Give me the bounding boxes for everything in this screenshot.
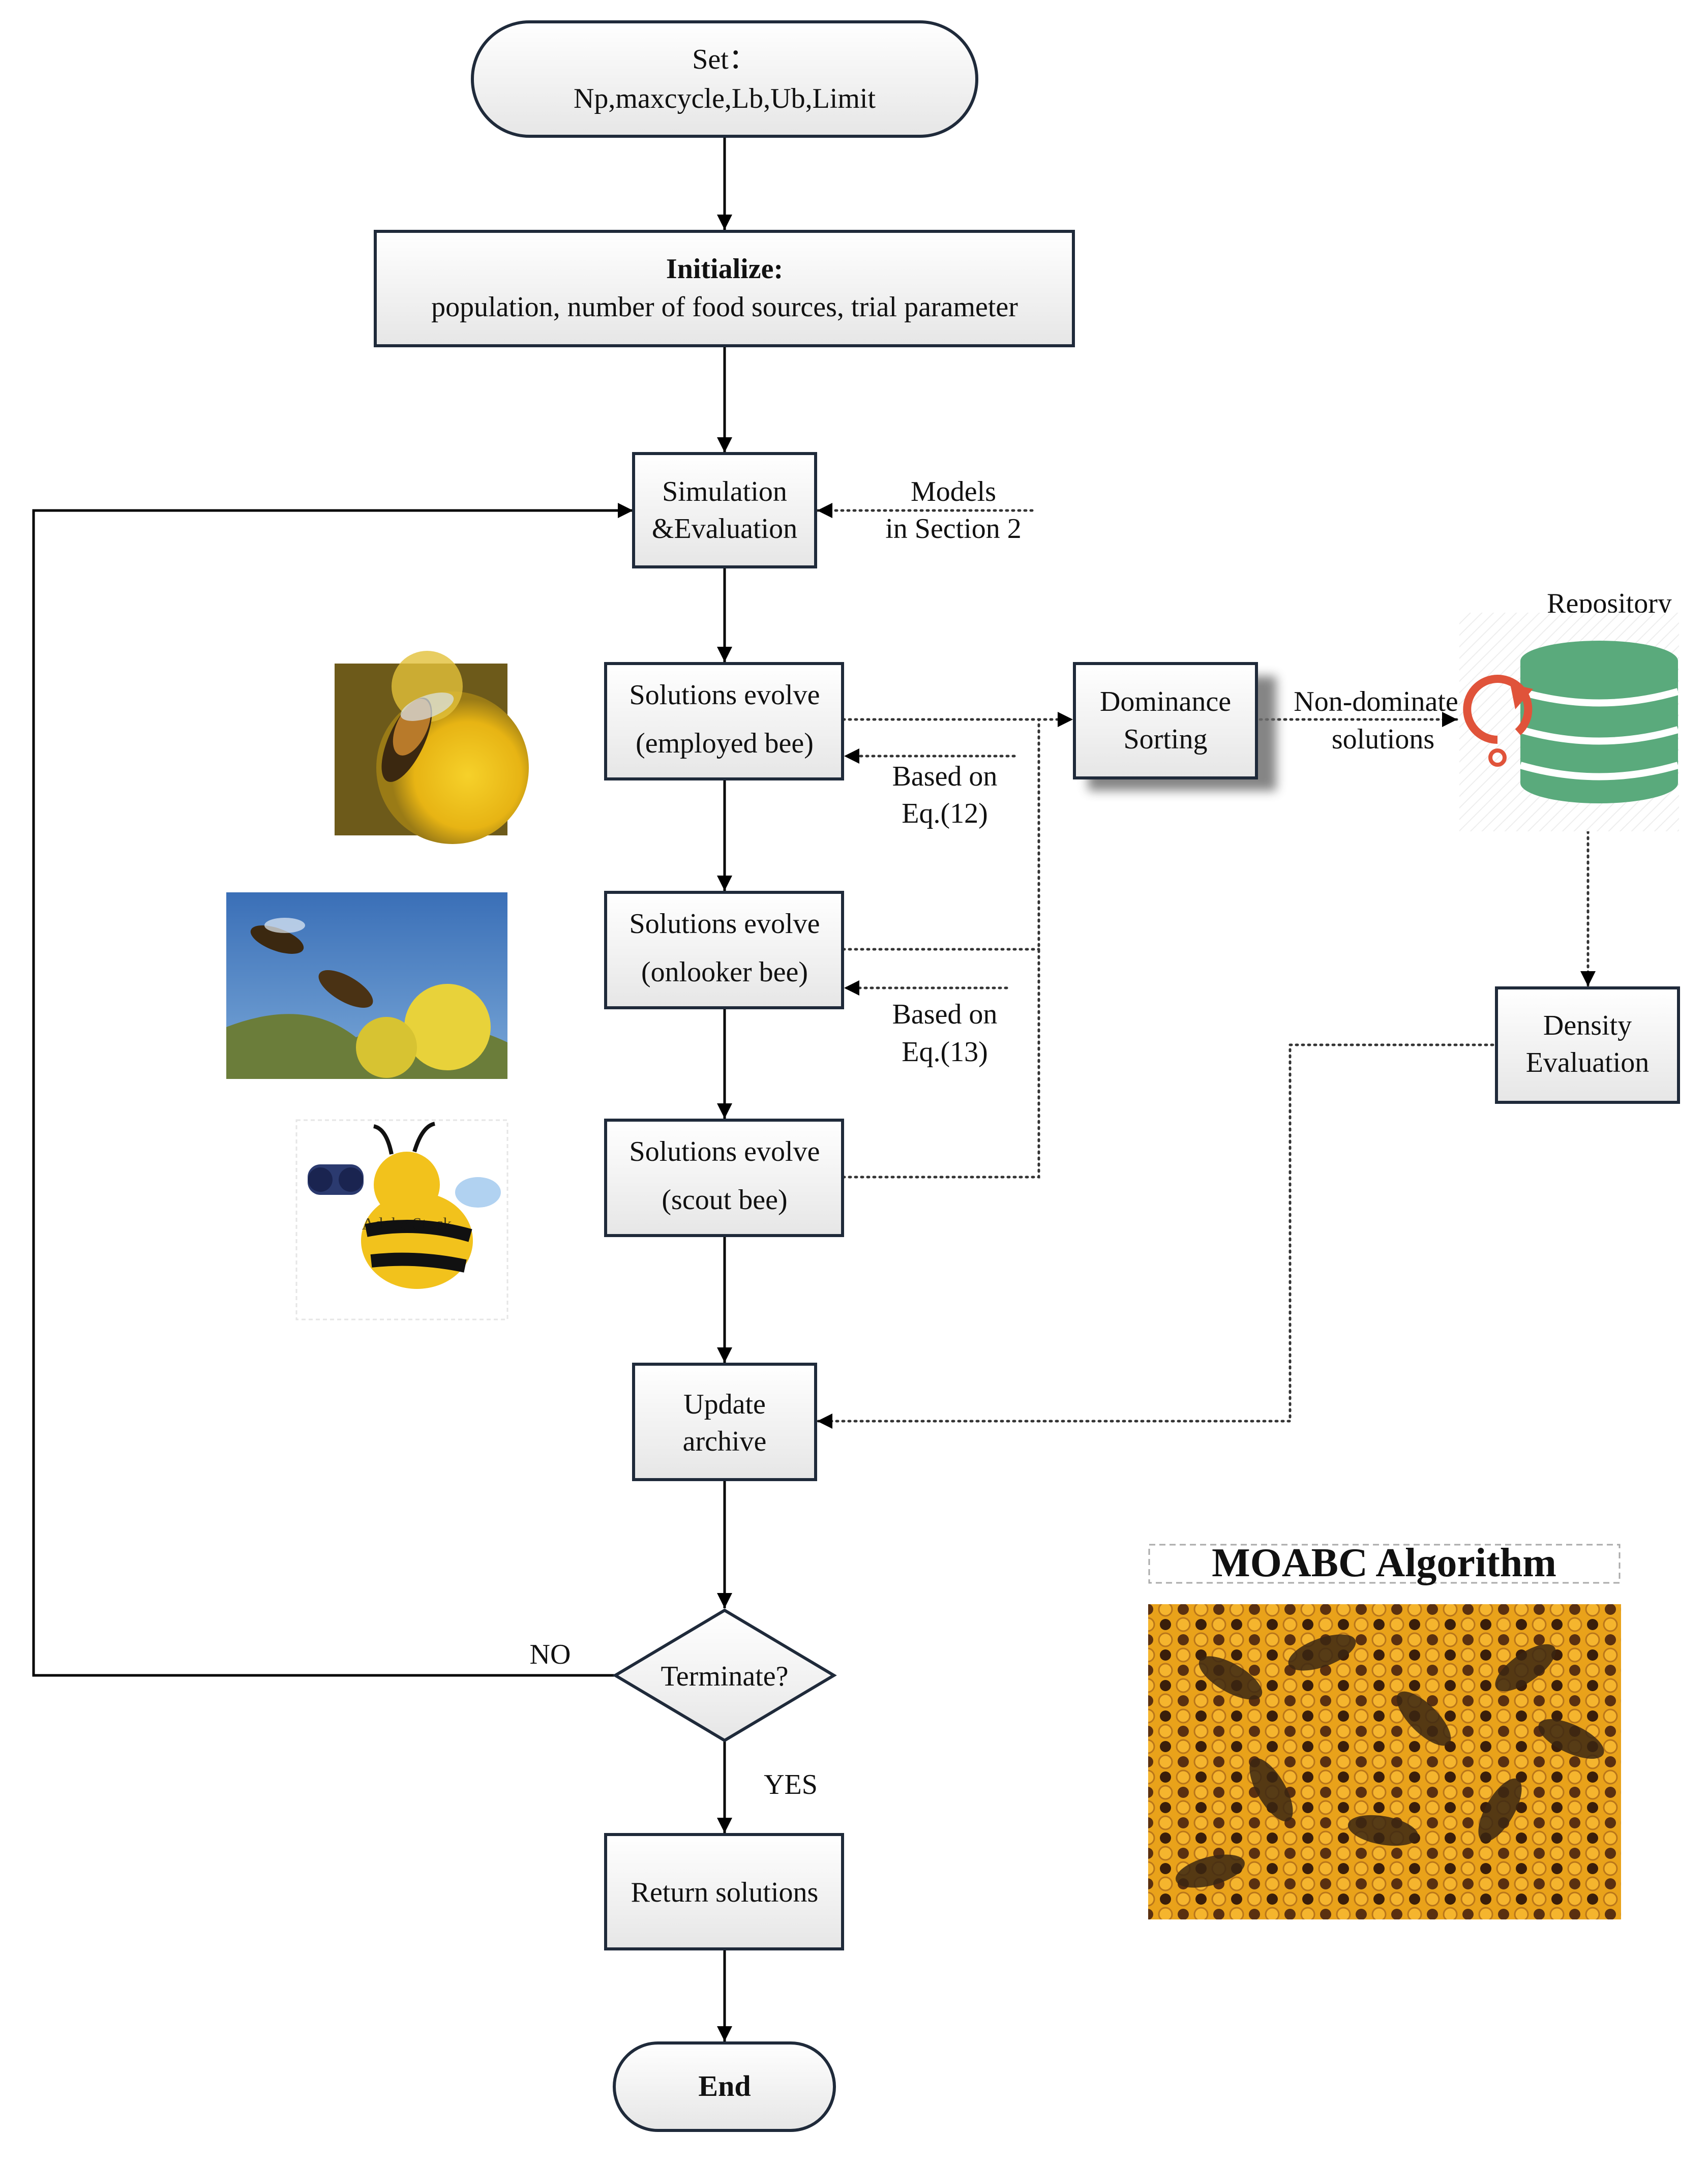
- employed-line1: Solutions evolve: [630, 679, 820, 711]
- dominance-box: [1073, 662, 1258, 779]
- node-employed-bee: Solutions evolve (employed bee): [604, 662, 844, 780]
- simulation-line2: &Evaluation: [652, 513, 797, 545]
- node-return-solutions: Return solutions: [604, 1833, 844, 1950]
- node-update-archive: Update archive: [632, 1363, 817, 1481]
- models-label-line1: Models: [911, 476, 996, 507]
- edge-terminate-loop-back: [32, 503, 633, 1677]
- models-label-line2: in Section 2: [885, 513, 1022, 545]
- onlooker-line1: Solutions evolve: [630, 908, 820, 940]
- node-initialize: Initialize: population, number of food s…: [374, 230, 1075, 347]
- eq12-label-line2: Eq.(12): [902, 798, 988, 829]
- scout-line1: Solutions evolve: [630, 1136, 820, 1167]
- bees-flying-photo: [226, 892, 507, 1079]
- employed-line2: (employed bee): [636, 728, 814, 759]
- update-line2: archive: [683, 1426, 767, 1457]
- simulation-box: [632, 452, 817, 568]
- set-line1: Set：: [692, 44, 757, 75]
- edge-scout-collector: [842, 718, 1040, 1179]
- node-set: Set： Np,maxcycle,Lb,Ub,Limit: [471, 20, 978, 138]
- node-simulation: Simulation &Evaluation: [632, 452, 817, 568]
- database-icon: [1519, 641, 1679, 803]
- annotations: Models in Section 2 Based on Eq.(12) Bas…: [530, 476, 1672, 1800]
- terminate-decision-shape: [612, 1608, 837, 1742]
- return-box: [604, 1833, 844, 1950]
- edge-density-update: [816, 1043, 1494, 1429]
- auxiliary-edges: [816, 503, 1596, 1429]
- no-label: NO: [530, 1639, 571, 1670]
- cartoon-bee-binoculars: Adobe Stock: [295, 1119, 508, 1320]
- set-line2: Np,maxcycle,Lb,Ub,Limit: [574, 83, 876, 114]
- node-onlooker-bee: Solutions evolve (onlooker bee): [604, 891, 844, 1009]
- initialize-box: [374, 230, 1075, 347]
- end-terminal-shape: [613, 2041, 836, 2132]
- algorithm-title-frame: [1148, 1544, 1621, 1584]
- node-dominance-sorting: Dominance Sorting: [1073, 662, 1276, 791]
- employed-box: [604, 662, 844, 780]
- bee-on-flower-photo: [335, 651, 529, 844]
- update-box: [632, 1363, 817, 1481]
- repository-icon-group: [1459, 613, 1679, 831]
- density-line2: Evaluation: [1526, 1047, 1650, 1078]
- density-box: [1495, 986, 1680, 1104]
- hive-bees: [1175, 1634, 1604, 1888]
- node-scout-bee: Solutions evolve (scout bee): [604, 1119, 844, 1237]
- node-density-evaluation: Density Evaluation: [1495, 986, 1680, 1104]
- density-line1: Density: [1543, 1010, 1632, 1041]
- terminate-label: Terminate?: [661, 1661, 788, 1692]
- onlooker-line2: (onlooker bee): [641, 956, 808, 988]
- initialize-title: Initialize:: [666, 253, 783, 285]
- refresh-arrow-icon: [1463, 675, 1533, 767]
- end-label: End: [698, 2069, 751, 2102]
- initialize-body: population, number of food sources, tria…: [431, 291, 1018, 323]
- dominance-line2: Sorting: [1124, 724, 1208, 755]
- eq12-label-line1: Based on: [892, 761, 998, 792]
- eq13-label-line2: Eq.(13): [902, 1036, 988, 1068]
- non-dominated-label-line2: solutions: [1332, 724, 1434, 755]
- return-label: Return solutions: [631, 1877, 819, 1908]
- node-end: End: [613, 2041, 836, 2132]
- dominance-line1: Dominance: [1100, 686, 1231, 717]
- main-flow-edges: [32, 136, 732, 2041]
- eq13-label-line1: Based on: [892, 999, 998, 1030]
- simulation-line1: Simulation: [662, 476, 787, 507]
- yes-label: YES: [764, 1769, 818, 1800]
- non-dominated-label-line1: Non-dominated: [1294, 686, 1472, 717]
- scout-watermark-text: Adobe Stock: [362, 1215, 452, 1234]
- scout-box: [604, 1119, 844, 1237]
- onlooker-box: [604, 891, 844, 1009]
- scout-line2: (scout bee): [662, 1184, 787, 1216]
- algorithm-panel: MOABC Algorithm: [1148, 1541, 1621, 1919]
- set-terminal-shape: [471, 20, 978, 138]
- update-line1: Update: [683, 1389, 766, 1420]
- algorithm-title: MOABC Algorithm: [1212, 1541, 1556, 1585]
- node-terminate: Terminate?: [612, 1608, 837, 1742]
